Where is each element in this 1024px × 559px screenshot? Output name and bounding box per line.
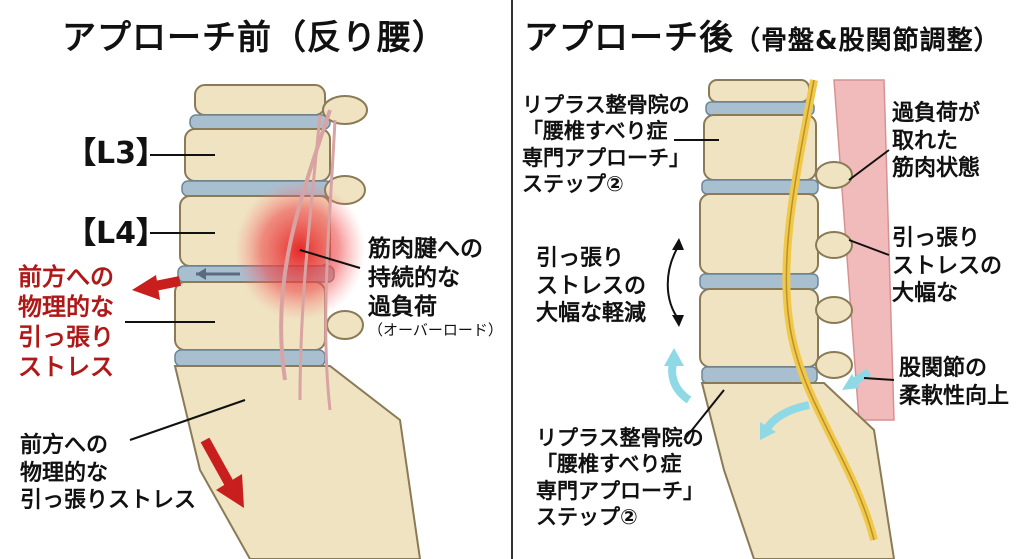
- relieved-muscle-label: 過負荷が取れた筋肉状態: [892, 101, 981, 181]
- tendon: [324, 119, 337, 411]
- leader-line-hip: [863, 377, 895, 381]
- tendon-overload-label: 筋肉腱への持続的な過負荷 （オーバーロード）: [368, 236, 503, 340]
- title-before: アプローチ前（反り腰）: [62, 18, 447, 58]
- panel-divider: [511, 0, 513, 559]
- forward-stress-arrowhead: [132, 275, 160, 300]
- spine-illustration-after: [664, 79, 896, 559]
- label-l3: 【L3】: [66, 136, 166, 171]
- disc: [174, 349, 326, 367]
- pelvis-tilt-arrowhead: [664, 348, 684, 366]
- step-label-bottom: リプラス整骨院の「腰椎すべり症 専門アプローチ」ステップ②: [536, 426, 704, 529]
- spinous-process: [815, 231, 853, 259]
- hip-flexibility-label: 股関節の柔軟性向上: [899, 356, 1010, 409]
- leader-line-step-bottom: [683, 389, 725, 441]
- down-stress-arrowhead: [216, 474, 244, 508]
- title-after: アプローチ後（骨盤&股関節調整）: [524, 18, 1001, 58]
- stress-great-label: 引っ張りストレスの大幅な: [892, 226, 1003, 306]
- slip-arrowhead: [196, 268, 206, 280]
- spinous-process: [322, 95, 368, 125]
- sacrum: [700, 382, 896, 559]
- hip-flex-arrowhead: [842, 374, 860, 390]
- vertebra: [708, 79, 810, 103]
- disc: [189, 114, 331, 130]
- bottom-stress-label: 前方への物理的な引っ張りストレス: [20, 433, 197, 513]
- reduction-arrowhead-down: [672, 315, 684, 327]
- vertebra: [699, 193, 819, 275]
- label-l4: 【L4】: [66, 216, 166, 251]
- after-approach-panel: アプローチ後（骨盤&股関節調整） リプラス整骨院の「腰椎すべり症 専門アプローチ…: [514, 0, 1024, 559]
- reduction-arrow: [666, 244, 680, 321]
- down-stress-arrow: [200, 437, 235, 488]
- spine-illustration-before: [125, 84, 422, 559]
- vertebra-top: [194, 84, 326, 116]
- step-label-top: リプラス整骨院の「腰椎すべり症 専門アプローチ」ステップ②: [522, 93, 690, 196]
- leader-line-stress: [848, 239, 890, 256]
- tendon: [298, 114, 322, 401]
- before-approach-panel: アプローチ前（反り腰） 【L3】 【L4】 前方への物理的な 引っ張りストレス …: [18, 18, 503, 559]
- disc: [705, 101, 815, 116]
- hip-arrowhead: [760, 422, 776, 440]
- disc: [701, 179, 819, 195]
- spinous-process: [815, 161, 853, 189]
- spinous-process: [815, 351, 853, 379]
- leader-line-overload: [848, 149, 890, 181]
- spinous-process: [326, 310, 364, 340]
- hip-flex-arrow: [851, 368, 872, 386]
- nerve-outline: [785, 79, 875, 541]
- spinous-process: [815, 296, 853, 324]
- disc: [699, 273, 819, 290]
- leader-line-bottom: [129, 399, 246, 441]
- leader-line-tendon: [299, 249, 361, 269]
- stress-reduction-label: 引っ張りストレスの大幅な軽減: [536, 246, 647, 326]
- sacrum: [173, 365, 422, 559]
- reduction-arrowhead-up: [672, 238, 684, 250]
- forward-stress-label-red: 前方への物理的な 引っ張りストレス: [18, 263, 114, 381]
